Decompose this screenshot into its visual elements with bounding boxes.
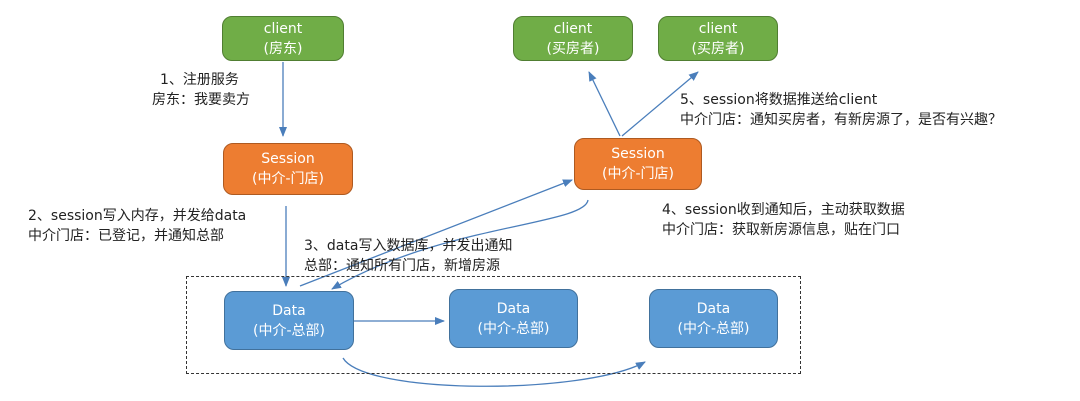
- step-2-title: 2、session写入内存，并发给data: [28, 208, 247, 224]
- arrow-session-right-to-buyer-1: [588, 71, 621, 137]
- node-subtitle: (买房者): [546, 40, 600, 57]
- client-landlord-node: client (房东): [222, 16, 344, 61]
- node-title: Data: [696, 300, 731, 317]
- client-buyer-node-1: client (买房者): [513, 16, 633, 61]
- step-5-note: 5、session将数据推送给client 中介门店：通知买房者，有新房源了，是…: [680, 90, 1002, 130]
- step-1-title: 1、注册服务: [160, 72, 239, 88]
- data-cluster-boundary: [186, 276, 801, 374]
- arrow-session-right-fetch-data: [331, 199, 589, 290]
- node-title: Data: [272, 302, 306, 319]
- data-node-2: Data (中介-总部): [449, 289, 578, 348]
- client-buyer-node-2: client (买房者): [658, 16, 778, 61]
- step-1-note: 1、注册服务 房东：我要卖方: [152, 70, 250, 110]
- step-3-desc: 总部：通知所有门店，新增房源: [304, 258, 500, 274]
- node-subtitle: (中介-门店): [602, 166, 674, 182]
- step-3-title: 3、data写入数据库，并发出通知: [304, 238, 513, 254]
- node-title: Session: [261, 151, 315, 167]
- node-title: client: [263, 20, 303, 37]
- session-right-node: Session (中介-门店): [574, 138, 702, 190]
- node-title: Session: [611, 146, 665, 162]
- data-node-3: Data (中介-总部): [649, 289, 778, 348]
- node-subtitle: (买房者): [691, 40, 745, 57]
- step-4-note: 4、session收到通知后，主动获取数据 中介门店：获取新房源信息，贴在门口: [662, 200, 905, 240]
- node-subtitle: (中介-总部): [253, 322, 325, 339]
- step-4-title: 4、session收到通知后，主动获取数据: [662, 202, 905, 218]
- step-1-desc: 房东：我要卖方: [152, 92, 250, 108]
- node-title: client: [698, 20, 738, 37]
- data-node-1: Data (中介-总部): [224, 291, 354, 350]
- node-subtitle: (中介-门店): [252, 171, 324, 187]
- node-title: client: [553, 20, 593, 37]
- session-left-node: Session (中介-门店): [223, 143, 353, 195]
- step-4-desc: 中介门店：获取新房源信息，贴在门口: [662, 222, 900, 238]
- step-5-desc: 中介门店：通知买房者，有新房源了，是否有兴趣？: [680, 112, 1002, 128]
- arrow-data-to-session-right: [299, 179, 573, 287]
- step-2-note: 2、session写入内存，并发给data 中介门店：已登记，并通知总部: [28, 206, 246, 246]
- node-subtitle: (中介-总部): [477, 320, 550, 337]
- step-5-title: 5、session将数据推送给client: [680, 92, 878, 108]
- step-3-note: 3、data写入数据库，并发出通知 总部：通知所有门店，新增房源: [304, 236, 512, 276]
- step-2-desc: 中介门店：已登记，并通知总部: [28, 228, 224, 244]
- node-title: Data: [496, 300, 531, 317]
- node-subtitle: (中介-总部): [677, 320, 750, 337]
- node-subtitle: (房东): [263, 40, 303, 57]
- arrow-session-right-to-buyer-2: [621, 71, 699, 137]
